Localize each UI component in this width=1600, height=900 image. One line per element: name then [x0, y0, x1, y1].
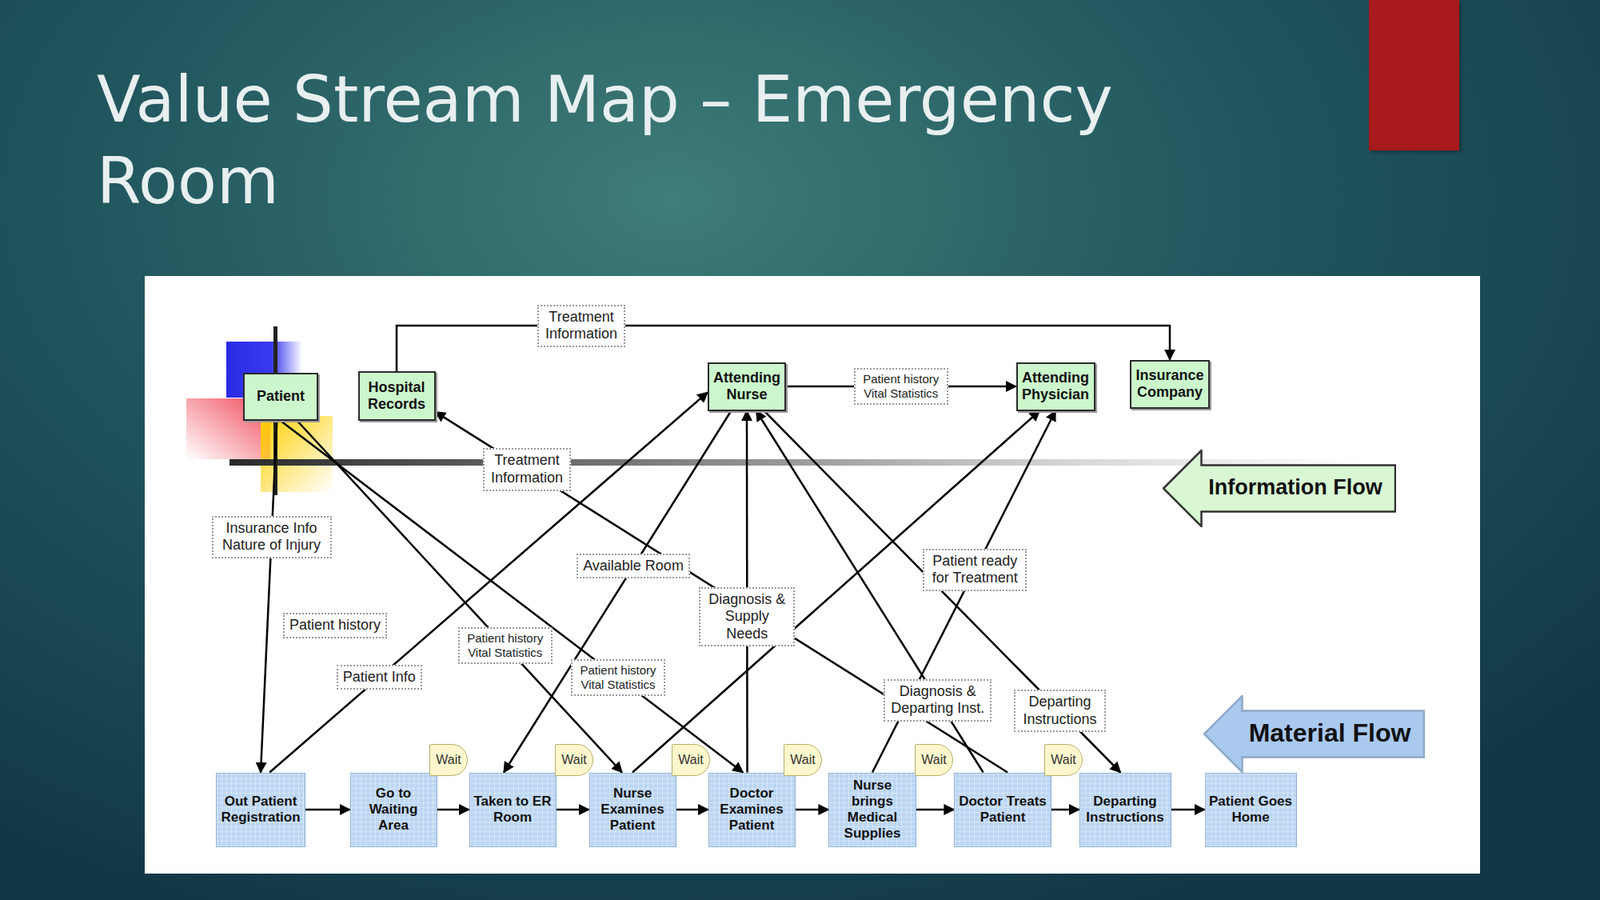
info-connector: [280, 420, 743, 773]
material-arrow: [556, 808, 590, 811]
node-text: Wait: [790, 752, 815, 768]
info-connector: [297, 420, 623, 773]
edge-label: Patient history Vital Statistics: [570, 658, 666, 696]
info-connector: [632, 410, 1040, 773]
node-text: Wait: [678, 752, 703, 768]
material-arrow: [676, 808, 709, 811]
info-connector: [764, 410, 1122, 773]
flow-arrow: Information Flow: [1162, 449, 1397, 527]
node-text: Patient Goes Home: [1208, 793, 1293, 826]
wait-marker: Wait: [1044, 743, 1083, 776]
wait-marker: Wait: [429, 743, 468, 776]
info-connector: [260, 420, 277, 773]
material-arrow: [795, 808, 830, 811]
info-box: Patient: [243, 372, 319, 421]
icon-square: [260, 415, 333, 492]
node-text: Information Flow: [1208, 474, 1382, 501]
node-text: Wait: [921, 752, 946, 768]
wait-marker: Wait: [554, 743, 594, 776]
node-text: Attending Nurse: [712, 369, 782, 403]
material-arrow: [1051, 808, 1080, 811]
node-text: Doctor Treats Patient: [957, 793, 1048, 826]
node-text: Doctor Examines Patient: [712, 785, 792, 834]
info-box: Hospital Records: [358, 371, 436, 421]
node-text: Material Flow: [1248, 718, 1412, 749]
wait-marker: Wait: [671, 743, 711, 776]
info-connector: [435, 411, 1009, 773]
node-text: Attending Physician: [1021, 369, 1091, 403]
process-box: Go to Waiting Area: [350, 772, 438, 847]
node-text: Nurse brings Medical Supplies: [832, 777, 913, 842]
info-connector: [269, 391, 708, 772]
edge-label: Insurance Info Nature of Injury: [211, 515, 332, 559]
process-box: Nurse Examines Patient: [589, 772, 677, 847]
process-box: Departing Instructions: [1079, 772, 1172, 847]
info-box: Insurance Company: [1129, 359, 1210, 409]
edge-label: Diagnosis & Supply Needs: [698, 586, 795, 647]
node-text: Go to Waiting Area: [354, 785, 434, 834]
edge-label: Treatment Information: [482, 447, 571, 491]
material-arrow: [437, 808, 470, 811]
info-box: Attending Nurse: [707, 362, 787, 411]
node-text: Wait: [435, 752, 461, 768]
node-text: Nurse Examines Patient: [593, 785, 673, 834]
edge-label: Patient history Vital Statistics: [458, 626, 553, 664]
process-box: Nurse brings Medical Supplies: [828, 772, 917, 847]
edge-label: Available Room: [576, 553, 691, 579]
note-label: Patient history: [283, 612, 388, 639]
node-text: Hospital Records: [363, 379, 431, 413]
node-text: Patient: [256, 387, 305, 405]
edge-label: Diagnosis & Departing Inst.: [883, 678, 992, 722]
edge-label: Patient Info: [336, 664, 423, 691]
arrow-outline: [1163, 450, 1396, 527]
process-box: Patient Goes Home: [1204, 772, 1297, 847]
edge-label: Patient history Vital Statistics: [853, 367, 949, 405]
node-text: Out Patient Registration: [219, 793, 302, 826]
process-box: Doctor Treats Patient: [953, 772, 1052, 847]
process-box: Doctor Examines Patient: [708, 772, 796, 847]
node-text: Wait: [1050, 752, 1076, 768]
process-box: Taken to ER Room: [469, 772, 557, 847]
flow-arrow: Material Flow: [1203, 694, 1425, 773]
arrow-outline: [1204, 695, 1425, 772]
wait-marker: Wait: [914, 743, 954, 776]
node-text: Wait: [561, 752, 587, 768]
material-arrow: [1171, 808, 1205, 811]
slide-title: Value Stream Map – Emergency Room: [96, 59, 1265, 223]
edge-label: Treatment Information: [537, 304, 626, 348]
material-arrow: [305, 808, 351, 811]
node-text: Departing Instructions: [1083, 793, 1168, 826]
wait-marker: Wait: [783, 743, 822, 776]
process-box: Out Patient Registration: [215, 772, 306, 847]
accent-bar: [1368, 0, 1460, 151]
node-text: Insurance Company: [1134, 367, 1205, 401]
edge-label: Patient ready for Treatment: [922, 548, 1027, 591]
edge-label: Departing Instructions: [1013, 689, 1106, 732]
node-text: Taken to ER Room: [473, 793, 553, 826]
material-arrow: [916, 808, 954, 811]
info-box: Attending Physician: [1016, 362, 1096, 411]
